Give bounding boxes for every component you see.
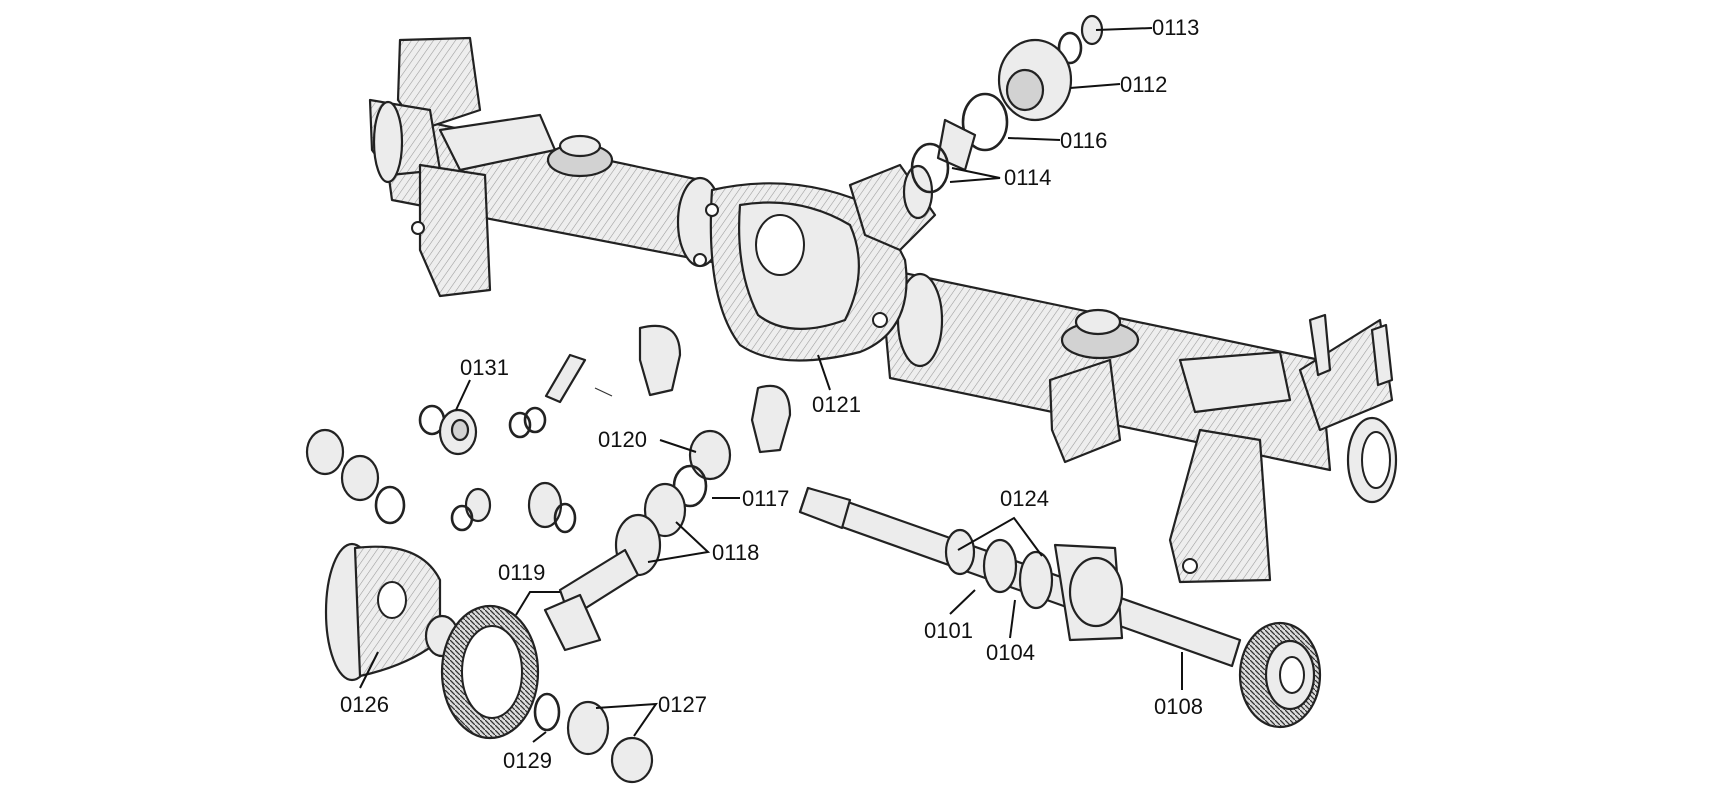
label-0112: 0112 [1120,72,1167,97]
label-0117: 0117 [742,486,789,511]
label-0124: 0124 [1000,486,1049,511]
label-0127: 0127 [658,692,707,717]
label-0113: 0113 [1152,15,1199,40]
differential-internals [305,324,792,534]
label-0119: 0119 [498,560,545,585]
label-0116: 0116 [1060,128,1107,153]
label-0126: 0126 [340,692,389,717]
label-0104: 0104 [986,640,1035,665]
ring-gear [440,604,540,740]
label-0114: 0114 [1004,165,1051,190]
label-0129: 0129 [503,748,552,773]
label-0120: 0120 [598,427,647,452]
differential-carrier [324,542,460,682]
label-0118: 0118 [712,540,759,565]
label-0101: 0101 [924,618,973,643]
pinion-bearings [543,429,732,652]
label-0108: 0108 [1154,694,1203,719]
axle-housing [368,36,1398,584]
part-labels: 0113 0112 0116 0114 0121 0120 0117 0118 … [340,15,1203,773]
label-0131: 0131 [460,355,509,380]
pinion-flange-assembly [910,14,1104,194]
leader-lines [359,27,1183,743]
axle-shaft [798,486,1322,729]
lower-small-parts [533,692,654,784]
label-0121: 0121 [812,392,861,417]
